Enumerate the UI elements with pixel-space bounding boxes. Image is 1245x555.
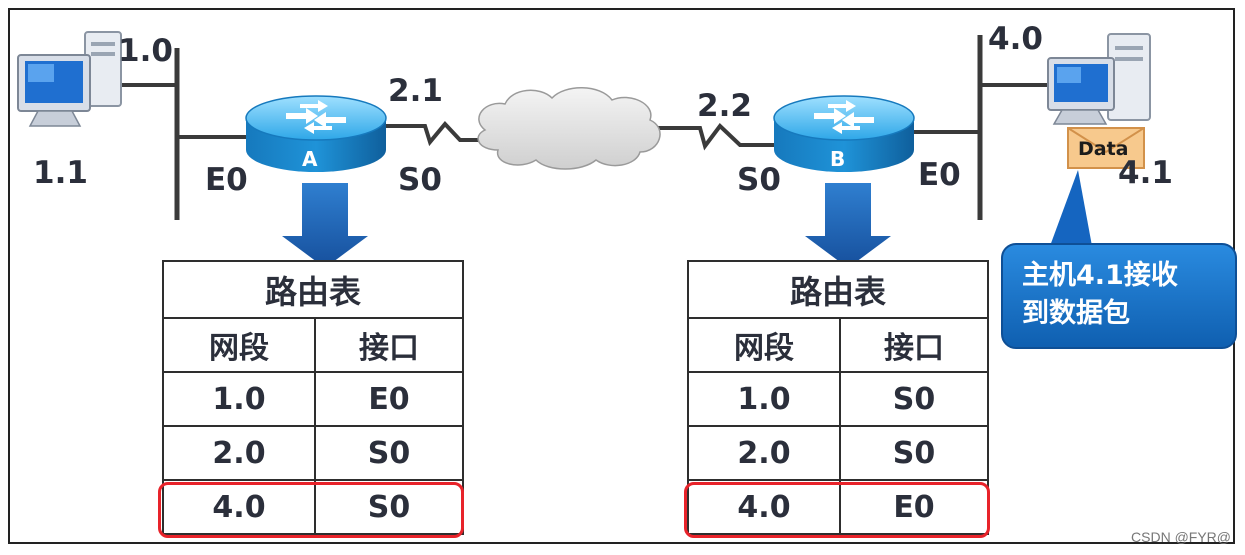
table-title: 路由表 xyxy=(162,260,464,319)
arrow-down-icon xyxy=(805,183,891,268)
column-header: 网段 xyxy=(162,317,316,373)
table-row: 4.0 E0 xyxy=(687,479,989,535)
arrow-down-icon xyxy=(282,183,368,268)
network-cell: 4.0 xyxy=(687,479,841,535)
right-host-address: 4.1 xyxy=(1118,155,1173,191)
left-host-address: 1.1 xyxy=(33,155,88,191)
network-cell: 1.0 xyxy=(687,371,841,427)
column-header: 网段 xyxy=(687,317,841,373)
table-title: 路由表 xyxy=(687,260,989,319)
router-a-icon xyxy=(245,95,387,172)
table-row: 4.0 S0 xyxy=(162,479,464,535)
network-cell: 2.0 xyxy=(162,425,316,481)
host-left-computer-icon xyxy=(17,31,122,127)
wan-cloud xyxy=(477,87,661,170)
callout-line-1: 主机4.1接收 xyxy=(1022,260,1178,291)
router-a-e0-label: E0 xyxy=(205,162,248,198)
data-packet-label: Data xyxy=(1078,138,1129,160)
highlight-box xyxy=(684,482,990,538)
left-network-segment xyxy=(117,48,250,220)
right-network-label: 4.0 xyxy=(988,21,1043,57)
table-row: 2.0 S0 xyxy=(162,425,464,481)
data-packet-envelope-icon xyxy=(1067,127,1145,169)
left-network-label: 1.0 xyxy=(118,33,173,69)
router-a-letter: A xyxy=(302,147,318,171)
column-header: 接口 xyxy=(839,317,989,373)
host-right-computer-icon xyxy=(1047,33,1151,125)
interface-cell: S0 xyxy=(839,425,989,481)
callout-line-2: 到数据包 xyxy=(1022,298,1130,329)
network-cell: 2.0 xyxy=(687,425,841,481)
router-a-s0-label: S0 xyxy=(398,162,442,198)
network-cell: 1.0 xyxy=(162,371,316,427)
network-cell: 4.0 xyxy=(162,479,316,535)
interface-cell: S0 xyxy=(839,371,989,427)
interface-cell: E0 xyxy=(839,479,989,535)
serial-link-a xyxy=(385,120,490,147)
router-b-link-address: 2.2 xyxy=(697,88,752,124)
table-row: 2.0 S0 xyxy=(687,425,989,481)
routing-table-a: 路由表 网段 接口 1.0 E0 2.0 S0 4.0 S0 xyxy=(162,260,464,535)
column-header: 接口 xyxy=(314,317,464,373)
highlight-box xyxy=(158,482,464,538)
router-b-letter: B xyxy=(830,147,846,171)
interface-cell: S0 xyxy=(314,479,464,535)
router-b-e0-label: E0 xyxy=(918,157,961,193)
watermark: CSDN @FYR@ xyxy=(1131,529,1231,545)
callout-bubble xyxy=(1001,170,1237,349)
routing-table-b: 路由表 网段 接口 1.0 S0 2.0 S0 4.0 E0 xyxy=(687,260,989,535)
router-a-link-address: 2.1 xyxy=(388,73,443,109)
router-b-icon xyxy=(773,95,915,172)
right-network-segment xyxy=(905,35,1052,220)
interface-cell: E0 xyxy=(314,371,464,427)
table-row: 1.0 S0 xyxy=(687,371,989,427)
interface-cell: S0 xyxy=(314,425,464,481)
serial-link-b xyxy=(655,123,780,151)
table-row: 1.0 E0 xyxy=(162,371,464,427)
router-b-s0-label: S0 xyxy=(737,162,781,198)
